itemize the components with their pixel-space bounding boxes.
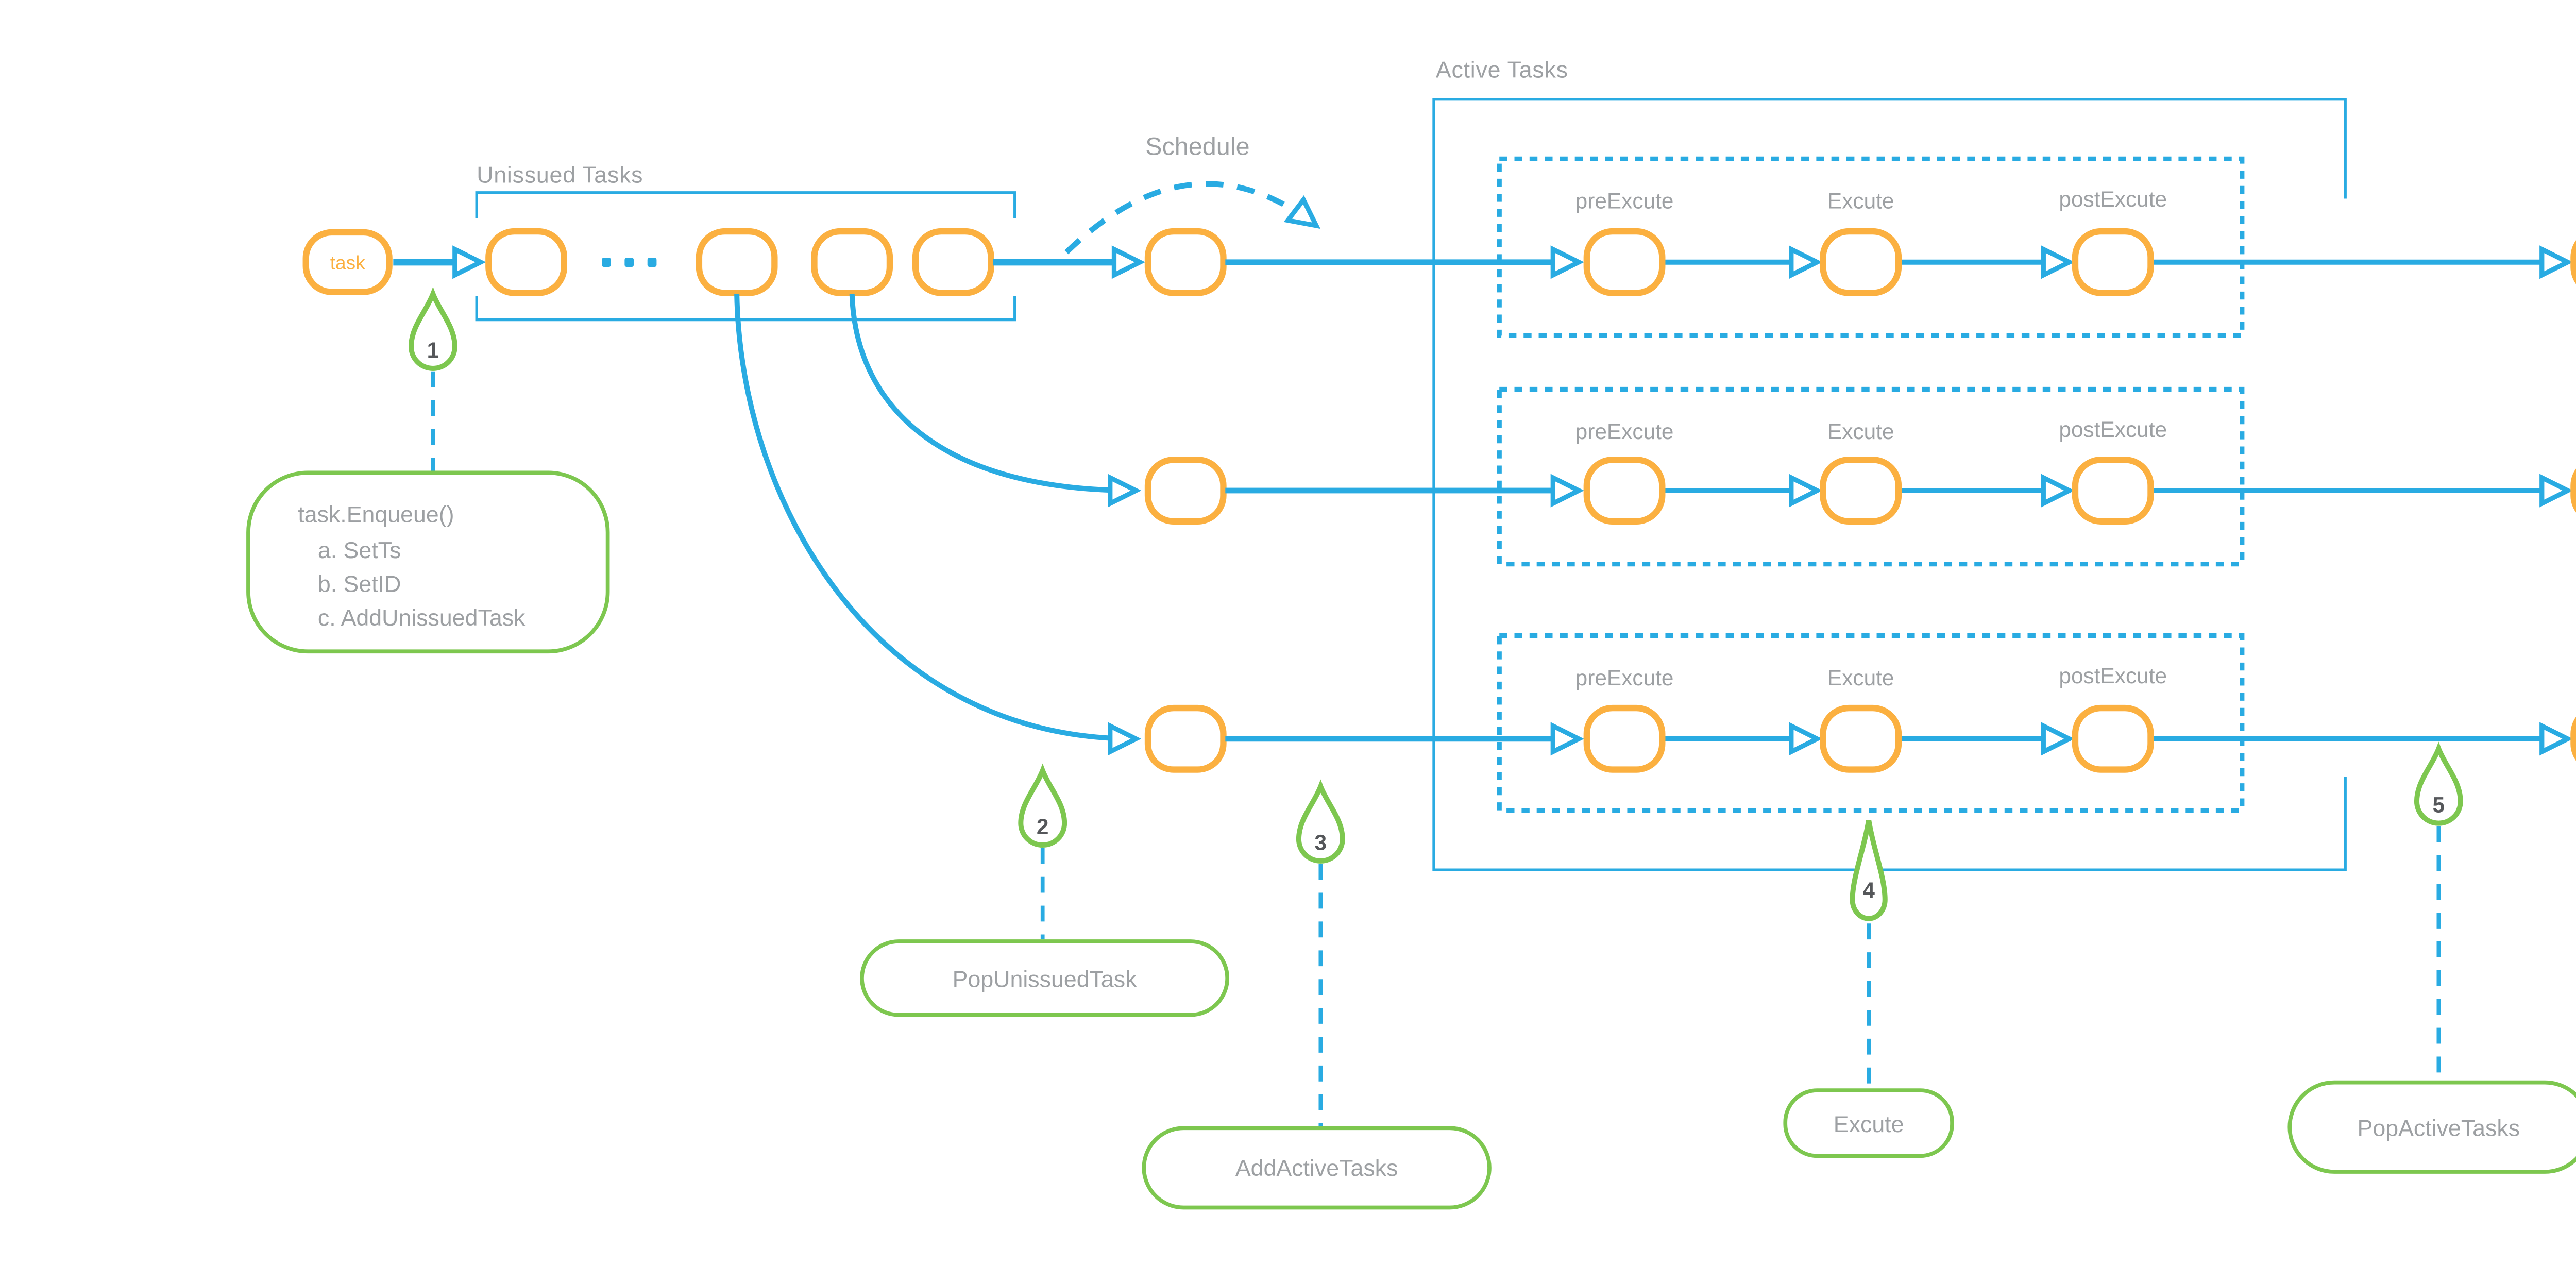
row1-end-node xyxy=(2570,240,2576,284)
popunissuedtask-box xyxy=(860,939,1230,1017)
task-node-label: task xyxy=(330,252,365,273)
row2-end-node xyxy=(2570,468,2576,513)
unissued-tasks-label: Unissued Tasks xyxy=(477,163,643,188)
enqueue-line-1: task.Enqueue() xyxy=(298,502,454,528)
callout-5: 5 PopActiveTasks xyxy=(2287,741,2576,1174)
marker-4-number: 4 xyxy=(1862,878,1875,902)
dispatch-node-row1 xyxy=(1144,228,1227,296)
worker-row-3: preExcute Excute postExcute xyxy=(1225,633,2576,813)
active-tasks-bracket xyxy=(1432,98,2347,871)
row3-end-node xyxy=(2570,717,2576,761)
row1-preexcute-label: preExcute xyxy=(1575,189,1674,213)
row3-preexcute-label: preExcute xyxy=(1575,666,1674,690)
marker-4-teardrop xyxy=(1850,820,1888,921)
queue-node-3 xyxy=(811,228,893,296)
marker-3-teardrop xyxy=(1296,779,1345,864)
queue-node-2 xyxy=(696,228,778,296)
marker-3-number: 3 xyxy=(1315,831,1327,855)
callout-2: 2 PopUnissuedTask xyxy=(860,763,1230,1017)
task-node xyxy=(302,229,393,295)
row2-preexcute-node xyxy=(1583,457,1666,525)
excute-callout-label: Excute xyxy=(1834,1112,1904,1137)
row3-excute-label: Excute xyxy=(1827,666,1894,690)
row1-postexcute-node xyxy=(2072,228,2154,296)
popunissuedtask-label: PopUnissuedTask xyxy=(953,967,1137,992)
popactivetasks-box xyxy=(2287,1080,2576,1174)
worker-row-1: preExcute Excute postExcute xyxy=(1225,156,2576,339)
queue-node-4 xyxy=(912,228,994,296)
curve-pop-to-row2 xyxy=(849,294,1134,491)
worker-row2-dotted-box xyxy=(1497,386,2245,567)
enqueue-line-2: a. SetTs xyxy=(318,538,401,563)
row2-postexcute-node xyxy=(2072,457,2154,525)
marker-2-number: 2 xyxy=(1037,815,1049,839)
row1-excute-label: Excute xyxy=(1827,189,1894,213)
row3-excute-node xyxy=(1820,704,1902,773)
callout-1: 1 task.Enqueue() a. SetTs b. SetID c. Ad… xyxy=(246,286,610,654)
unissued-bracket-top xyxy=(475,191,1016,218)
dispatch-node-row2 xyxy=(1144,457,1227,525)
addactivetasks-box xyxy=(1142,1126,1492,1210)
active-tasks-label: Active Tasks xyxy=(1436,57,1568,82)
marker-1-teardrop xyxy=(409,286,457,371)
row1-postexcute-label: postExcute xyxy=(2059,187,2167,211)
marker-2-teardrop xyxy=(1018,763,1067,848)
row3-postexcute-node xyxy=(2072,704,2154,773)
row3-postexcute-label: postExcute xyxy=(2059,664,2167,688)
callout-4: 4 Excute xyxy=(1783,820,1954,1158)
worker-row1-dotted-box xyxy=(1497,156,2245,339)
marker-5-number: 5 xyxy=(2433,792,2445,817)
curve-pop-to-row3 xyxy=(734,294,1134,738)
callout-3: 3 AddActiveTasks xyxy=(1142,779,1492,1210)
row1-excute-node xyxy=(1820,228,1902,296)
enqueue-line-3: b. SetID xyxy=(318,572,401,597)
schedule-label: Schedule xyxy=(1145,133,1249,161)
worker-row3-dotted-box xyxy=(1497,633,2245,813)
addactivetasks-label: AddActiveTasks xyxy=(1235,1156,1398,1181)
enqueue-line-4: c. AddUnissuedTask xyxy=(318,605,526,631)
row2-preexcute-label: preExcute xyxy=(1575,419,1674,444)
queue-ellipsis-dots xyxy=(602,258,657,267)
unissued-bracket-bottom xyxy=(475,296,1016,322)
excute-callout-box xyxy=(1783,1088,1954,1158)
enqueue-callout-box xyxy=(246,470,610,654)
worker-row-2: preExcute Excute postExcute xyxy=(1225,386,2576,567)
popactivetasks-label: PopActiveTasks xyxy=(2358,1116,2520,1141)
row2-excute-label: Excute xyxy=(1827,419,1894,444)
marker-1-number: 1 xyxy=(427,338,439,362)
queue-node-1 xyxy=(485,228,567,296)
row2-excute-node xyxy=(1820,457,1902,525)
dispatch-node-row3 xyxy=(1144,704,1227,773)
row3-preexcute-node xyxy=(1583,704,1666,773)
marker-5-teardrop xyxy=(2414,741,2463,826)
row2-postexcute-label: postExcute xyxy=(2059,417,2167,442)
row1-preexcute-node xyxy=(1583,228,1666,296)
schedule-dashed-arc xyxy=(1064,181,1315,255)
